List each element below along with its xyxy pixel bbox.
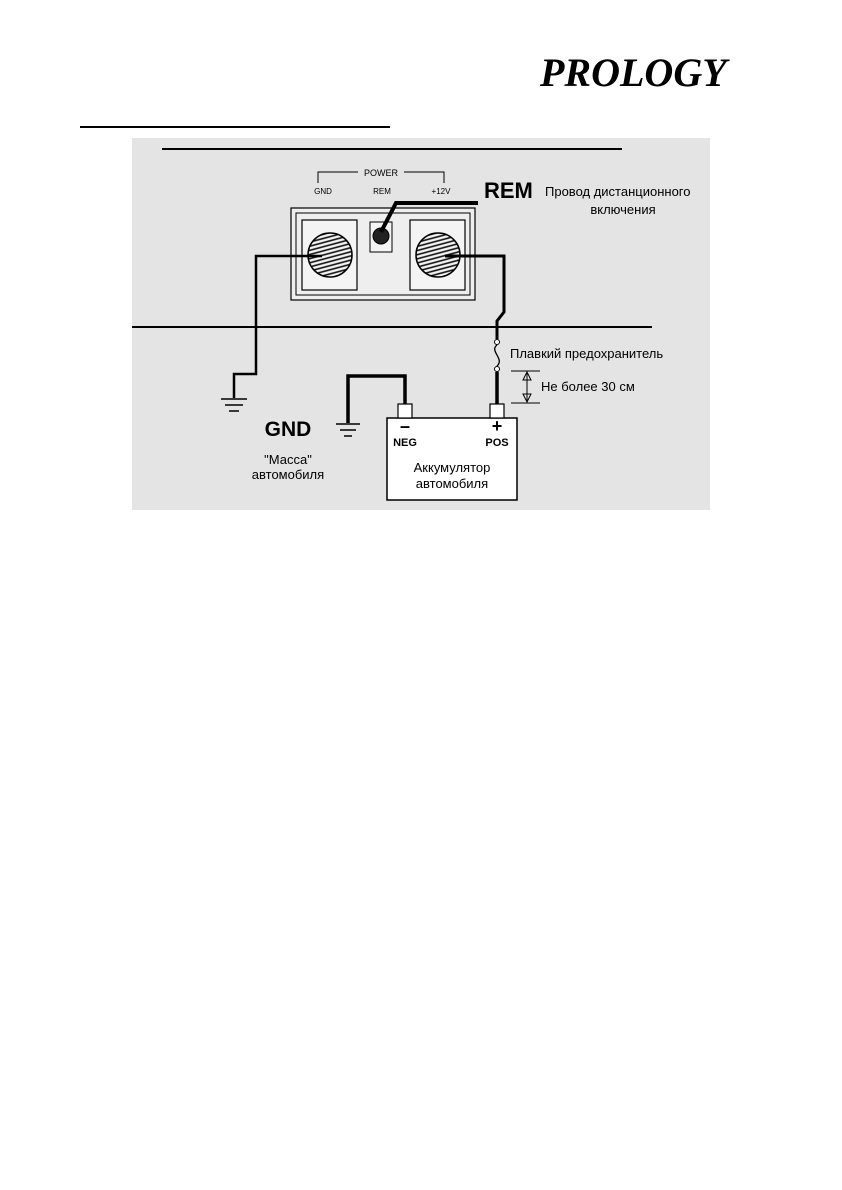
rem-label: REM [484, 178, 533, 203]
terminal-rem-label: REM [373, 187, 391, 196]
mass-label-line2: автомобиля [252, 467, 324, 482]
terminal-gnd-label: GND [314, 187, 332, 196]
heading-rule [80, 126, 390, 128]
distance-marker [511, 370, 540, 404]
fuse-label: Плавкий предохранитель [510, 346, 663, 361]
distance-label: Не более 30 см [541, 379, 635, 394]
gnd-label: GND [265, 418, 312, 441]
battery-label-line2: автомобиля [416, 476, 488, 491]
power-group-label: POWER [364, 168, 399, 178]
terminal-block [290, 207, 476, 301]
wiring-diagram: POWER GND REM +12V REM Провод дистанцион… [132, 148, 690, 501]
pos-terminal [489, 403, 505, 419]
mass-label-line1: "Масса" [264, 452, 312, 467]
battery-ground-symbol-icon [336, 423, 360, 437]
ground-symbol-icon [221, 398, 247, 412]
terminal-12v-label: +12V [432, 187, 452, 196]
car-battery [386, 403, 518, 501]
gnd-wire [232, 254, 322, 398]
neg-label: NEG [393, 437, 417, 449]
power-bracket [317, 171, 445, 183]
battery-label-line1: Аккумулятор [414, 460, 491, 475]
neg-sign: – [400, 416, 410, 436]
pos-label: POS [485, 437, 508, 449]
rem-description-line1: Провод дистанционного [545, 184, 690, 199]
rem-wire [379, 201, 478, 233]
fuse-icon [494, 339, 500, 372]
rem-description-line2: включения [590, 202, 655, 217]
logo-text: PROLOGY [539, 50, 730, 95]
battery-negative-wire [346, 374, 407, 423]
neg-terminal [397, 403, 413, 419]
power-wire [445, 254, 506, 339]
battery-body [386, 417, 518, 501]
pos-sign: + [492, 416, 503, 436]
prology-logo: PROLOGY [539, 50, 730, 95]
